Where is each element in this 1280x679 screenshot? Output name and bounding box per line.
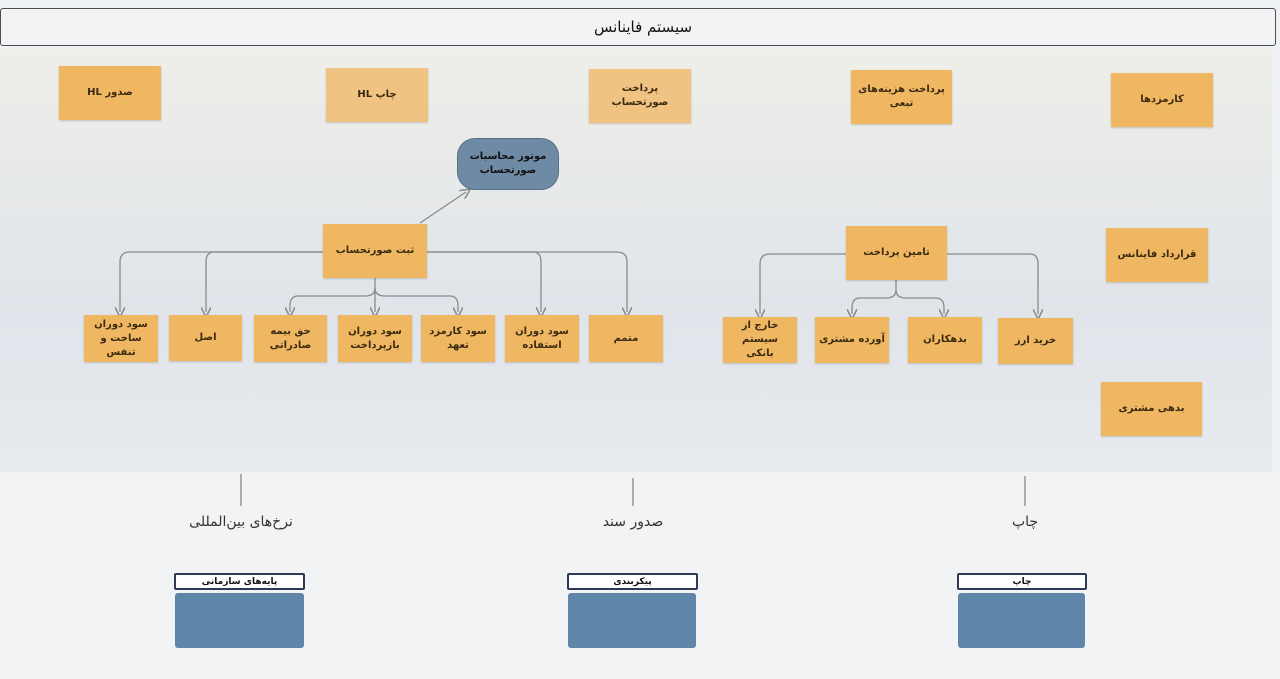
export-insurance-box[interactable]: حق بیمه صادراتی — [254, 315, 327, 362]
section-title-voucher: صدور سند — [602, 514, 664, 530]
side-costs-payment-box[interactable]: پرداخت هزینه‌های تبعی — [851, 70, 952, 124]
invoice-record-box[interactable]: ثبت صورتحساب — [323, 224, 427, 278]
panel-print — [958, 593, 1085, 648]
panel-rates — [175, 593, 304, 648]
section-title-rates: نرخ‌های بین‌المللی — [189, 514, 293, 530]
fx-purchase-box[interactable]: خرید ارز — [998, 318, 1073, 364]
finance-contract-box[interactable]: قرارداد فاینانس — [1106, 228, 1208, 282]
window-title: سیستم فاینانس — [593, 18, 693, 36]
title-bar: سیستم فاینانس — [0, 8, 1276, 46]
tab-print[interactable]: چاپ — [957, 573, 1087, 590]
commitment-fee-box[interactable]: سود کارمزد تعهد — [421, 315, 495, 362]
fees-box[interactable]: کارمزدها — [1111, 73, 1213, 127]
panel-voucher — [568, 593, 696, 648]
supplementary-box[interactable]: متمم — [589, 315, 663, 362]
principal-box[interactable]: اصل — [169, 315, 242, 361]
outside-banking-box[interactable]: خارج از سیستم بانکی — [723, 317, 797, 363]
construction-interest-box[interactable]: سود دوران ساخت و تنفس — [84, 315, 158, 362]
creditors-box[interactable]: بدهکاران — [908, 317, 982, 363]
invoice-payment-box[interactable]: پرداخت صورتحساب — [589, 69, 691, 123]
tab-org-bases[interactable]: پایه‌های سازمانی — [174, 573, 305, 590]
payment-supply-box[interactable]: تامین پرداخت — [846, 226, 947, 280]
repayment-interest-box[interactable]: سود دوران بازپرداخت — [338, 315, 412, 362]
hl-print-box[interactable]: چاپ HL — [326, 68, 428, 122]
calculation-engine-node[interactable]: موتور محاسبات صورتحساب — [457, 138, 559, 190]
customer-debt-box[interactable]: بدهی مشتری — [1101, 382, 1202, 436]
customer-deposit-box[interactable]: آورده مشتری — [815, 317, 889, 363]
hl-issue-box[interactable]: صدور HL — [59, 66, 161, 120]
tab-configuration[interactable]: پیکربندی — [567, 573, 698, 590]
usage-interest-box[interactable]: سود دوران استفاده — [505, 315, 579, 362]
section-title-print: چاپ — [1011, 514, 1039, 530]
